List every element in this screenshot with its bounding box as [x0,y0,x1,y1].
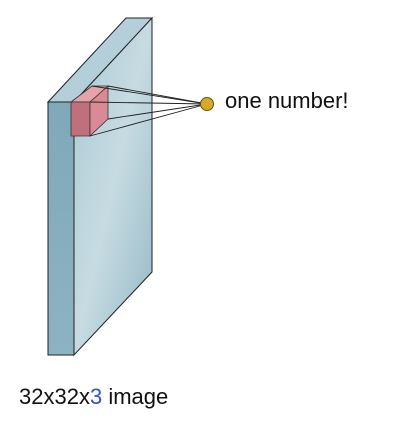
connection-lines [89,85,208,137]
caption-depth: 3 [89,384,103,409]
connection-line [107,103,208,120]
input-volume [46,16,154,357]
conv-diagram [46,16,214,357]
connection-line [89,103,208,137]
connection-line [91,85,208,105]
output-label: one number! [225,88,349,113]
input-caption: 32x32x3 image [19,386,168,408]
connection-line [89,101,208,105]
caption-dims: 32x32x [19,384,90,409]
volume-side-face [47,101,75,356]
filter-side-face [70,101,91,137]
connection-line [107,85,208,105]
caption-suffix: image [102,384,169,409]
output-neuron [200,97,214,111]
